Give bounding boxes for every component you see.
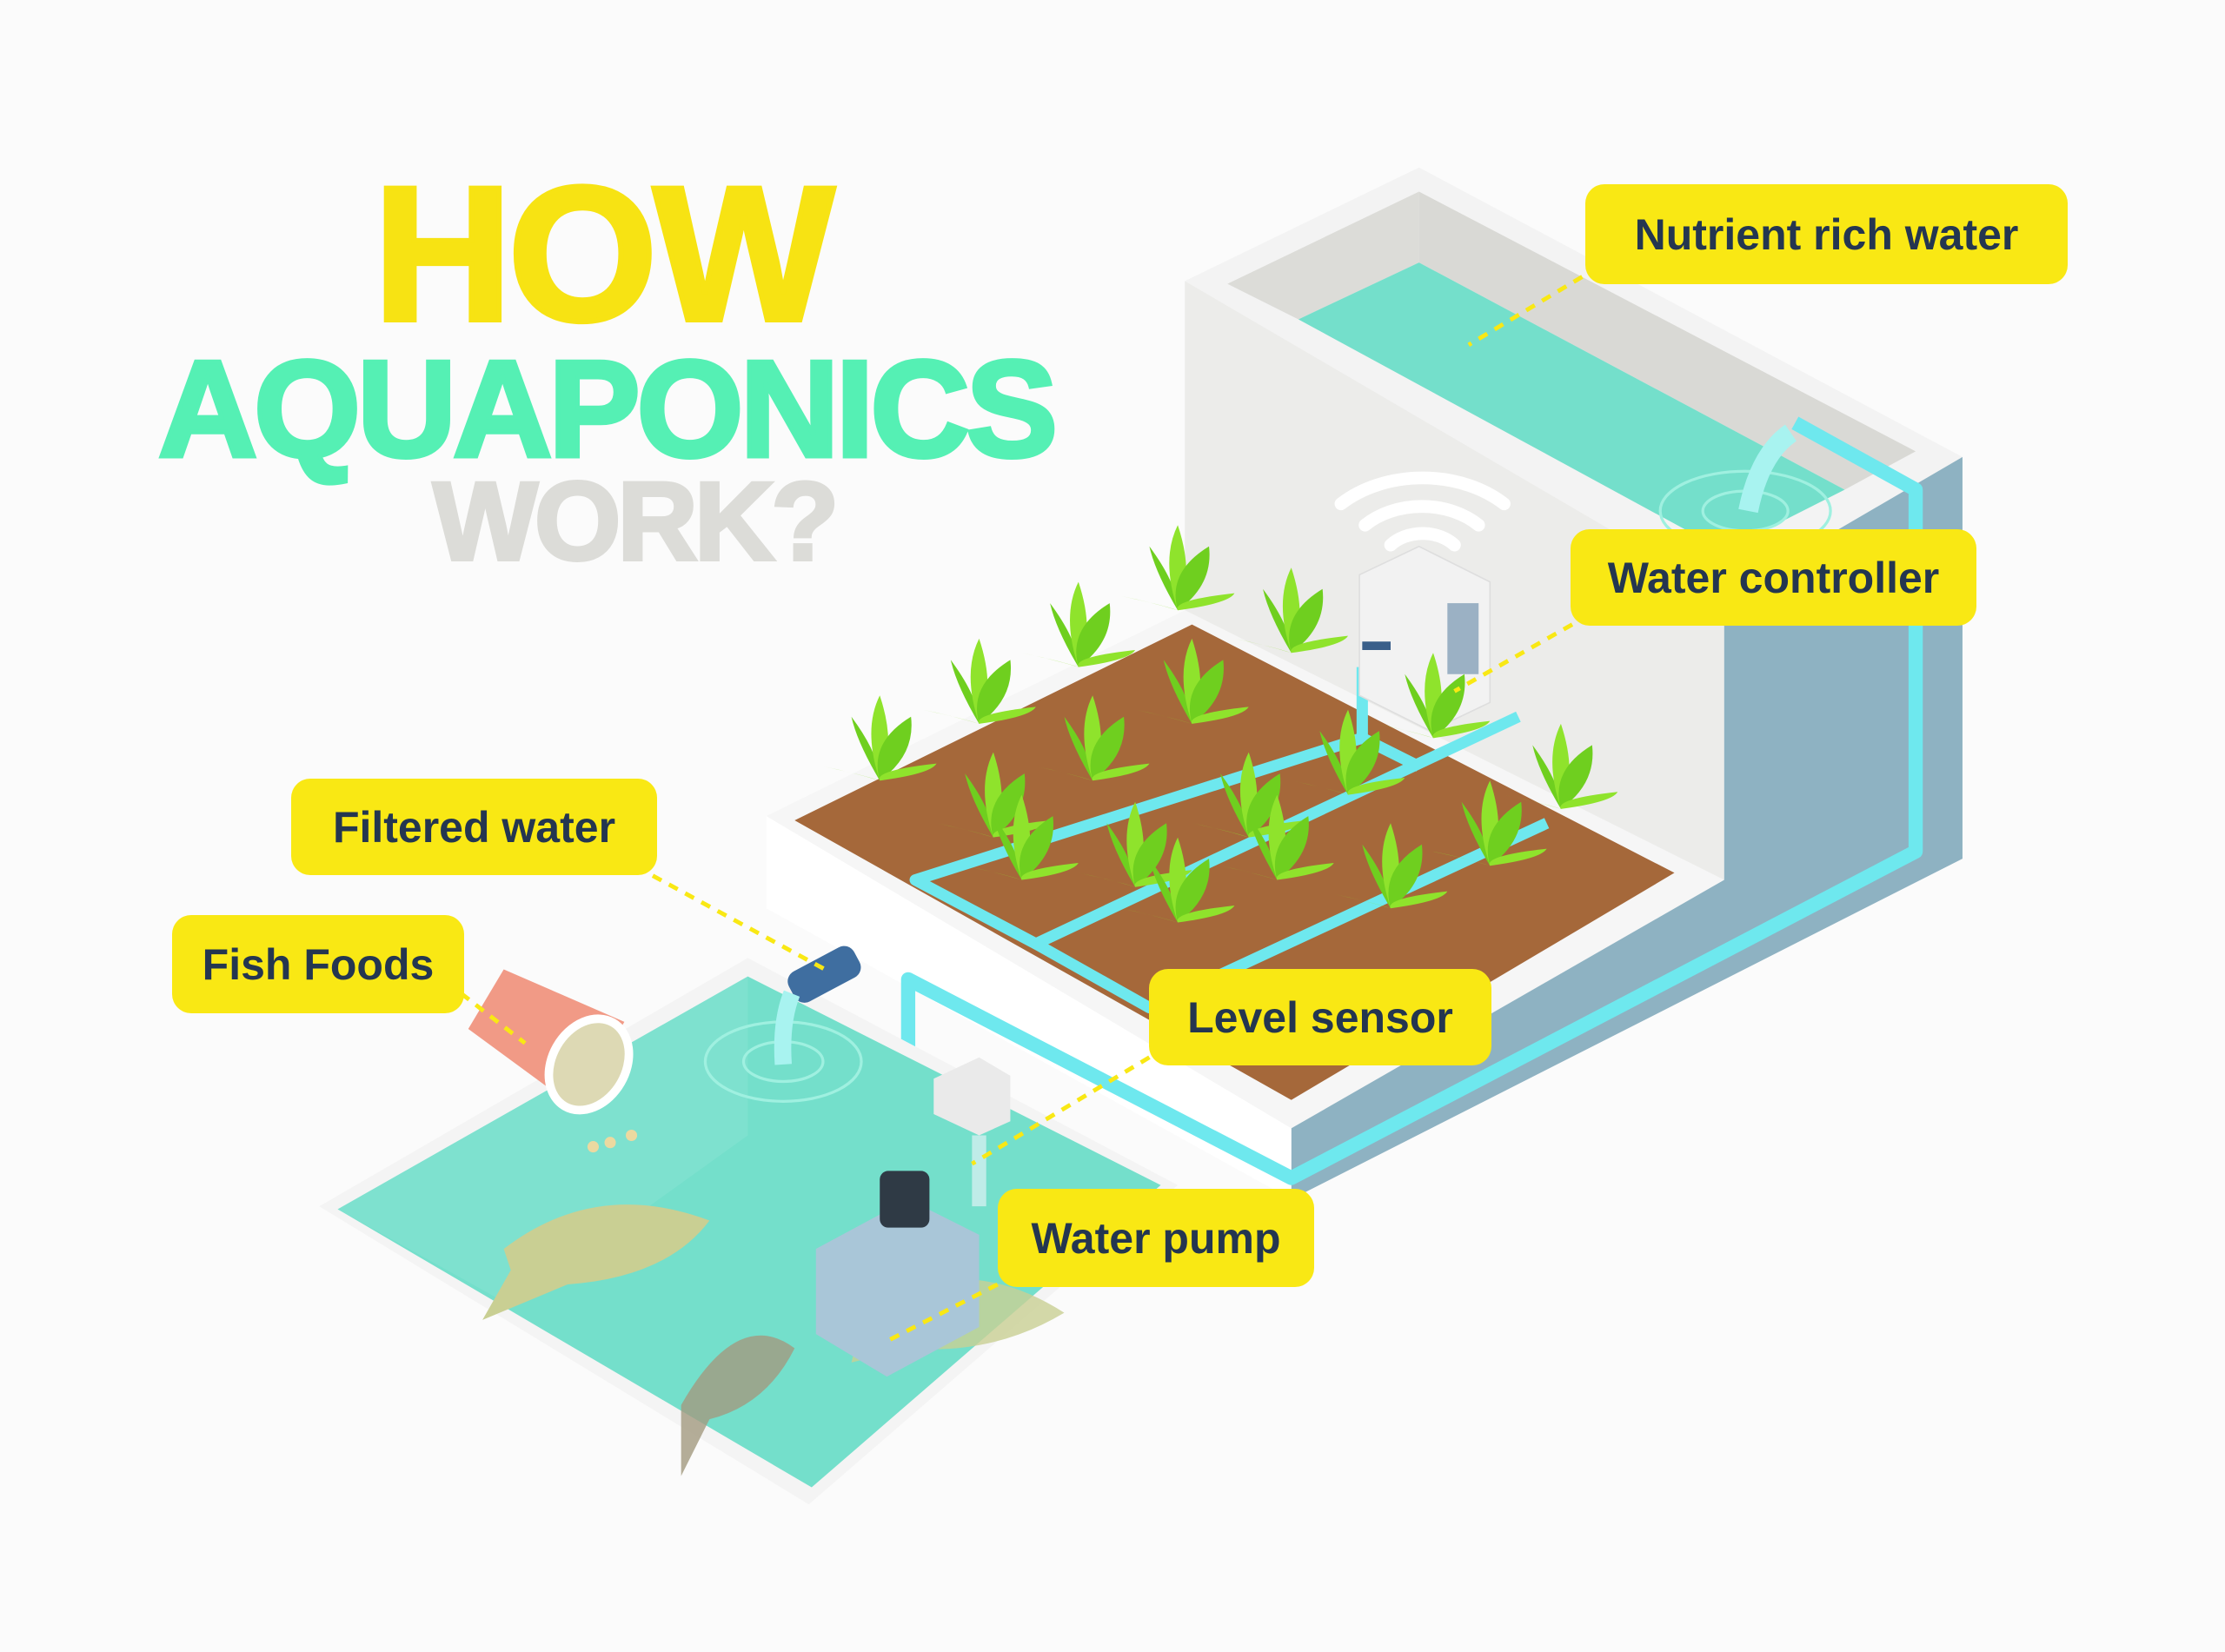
label-water-controller: Water controller [1571,529,1976,626]
plant [1021,581,1136,667]
plant [1120,837,1235,923]
water-stream [1738,424,1797,514]
nutrient-tank [1185,167,1963,596]
wifi-icon [1334,471,1511,552]
label-water-pump: Water pump [998,1189,1314,1287]
fish-food-container [468,969,638,1153]
label-fish-foods: Fish Foods [172,915,464,1013]
plant [936,752,1051,838]
title-aquaponics: AQUAPONICS [156,333,1060,486]
label-connectors [460,275,1584,1343]
right-side-wall [1291,456,1963,1200]
plant [1192,752,1306,838]
label-filtered-water: Filtered water [291,779,657,875]
plant [1291,709,1405,795]
plants [822,525,1618,923]
water-controller-device [1358,545,1491,732]
plant [1432,780,1547,866]
return-pipe [900,416,1923,1185]
plant [1035,695,1150,781]
plant [1220,794,1334,880]
plant [965,794,1079,880]
title-work: WORK? [431,460,840,584]
plant [1234,567,1349,654]
label-nutrient-rich-water: Nutrient rich water [1585,184,2068,284]
title-how: HOW [371,147,837,361]
plant [1504,723,1618,809]
plant [1120,525,1235,611]
plant [1333,823,1448,909]
plant [1135,638,1249,724]
filtered-water-outlet [774,945,861,1065]
water-pump-device [815,1057,1011,1377]
label-level-sensor: Level sensor [1149,969,1491,1065]
plant [922,638,1036,724]
plant [822,695,937,781]
